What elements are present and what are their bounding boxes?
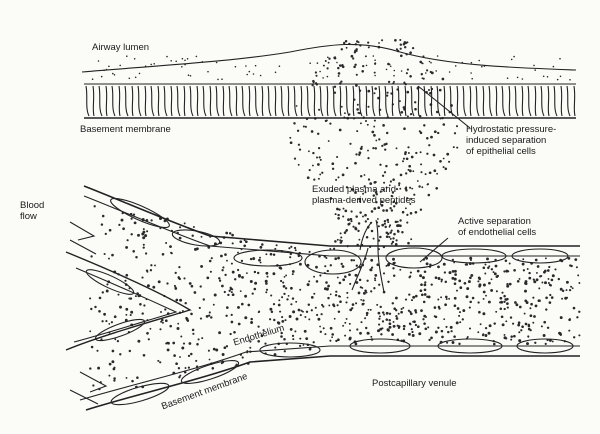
epithelial-cell xyxy=(189,85,199,117)
exudation-gap xyxy=(351,219,385,293)
epithelial-cell xyxy=(176,85,186,117)
epithelial-cell xyxy=(553,85,563,117)
epithelial-cell xyxy=(358,85,368,117)
epithelial-cell xyxy=(371,85,381,117)
epithelial-cell xyxy=(566,85,576,117)
venule-branch-upper xyxy=(65,251,192,351)
epithelial-cell xyxy=(254,85,264,117)
label-hydrostatic-separation: Hydrostatic pressure- induced separation… xyxy=(466,124,557,157)
epithelial-cell xyxy=(449,85,459,117)
epithelial-cell xyxy=(410,85,420,117)
epithelial-cell xyxy=(215,85,225,117)
venule-lower-wall-inner xyxy=(79,345,580,401)
epithelial-cell xyxy=(85,85,95,117)
epithelial-cell xyxy=(228,85,238,117)
label-postcapillary-venule: Postcapillary venule xyxy=(372,378,457,389)
venule-branch-lower xyxy=(73,267,178,343)
epithelial-cells xyxy=(85,85,576,117)
epithelial-cell xyxy=(202,85,212,117)
venule-upper-wall xyxy=(83,185,580,247)
hydrostatic-pointer xyxy=(417,85,471,129)
label-active-separation: Active separation of endothelial cells xyxy=(458,216,537,238)
label-basement-membrane-top: Basement membrane xyxy=(80,124,171,135)
epithelial-cell xyxy=(280,85,290,117)
epithelial-cell xyxy=(345,85,355,117)
epithelial-cell xyxy=(501,85,511,117)
epithelial-cell xyxy=(397,85,407,117)
plasma-dots xyxy=(89,38,581,391)
epithelial-cell xyxy=(98,85,108,117)
epithelial-cell xyxy=(124,85,134,117)
epithelial-cell xyxy=(475,85,485,117)
epithelial-cell xyxy=(514,85,524,117)
epithelial-cell xyxy=(423,85,433,117)
epithelial-cell xyxy=(319,85,329,117)
epithelial-cell xyxy=(527,85,537,117)
blood-flow-arrows xyxy=(69,221,108,405)
label-blood-flow: Blood flow xyxy=(20,200,45,222)
epithelial-cell xyxy=(111,85,121,117)
label-exuded-plasma: Exuded plasma and plasma-derived peptide… xyxy=(312,184,416,206)
epithelial-cell xyxy=(163,85,173,117)
epithelial-cell xyxy=(540,85,550,117)
epithelial-cell xyxy=(137,85,147,117)
epithelial-cell xyxy=(150,85,160,117)
airway-surface-line xyxy=(81,43,577,73)
venule-lower-wall xyxy=(85,355,580,411)
epithelial-cell xyxy=(306,85,316,117)
epithelial-cell xyxy=(384,85,394,117)
epithelial-cell xyxy=(293,85,303,117)
epithelial-cell xyxy=(488,85,498,117)
active-separation-pointer xyxy=(419,237,449,263)
label-airway-lumen: Airway lumen xyxy=(92,42,150,53)
epithelial-cell xyxy=(267,85,277,117)
epithelial-cell xyxy=(462,85,472,117)
epithelial-cell xyxy=(332,85,342,117)
endothelial-cells xyxy=(85,197,574,406)
epithelial-cell xyxy=(241,85,251,117)
